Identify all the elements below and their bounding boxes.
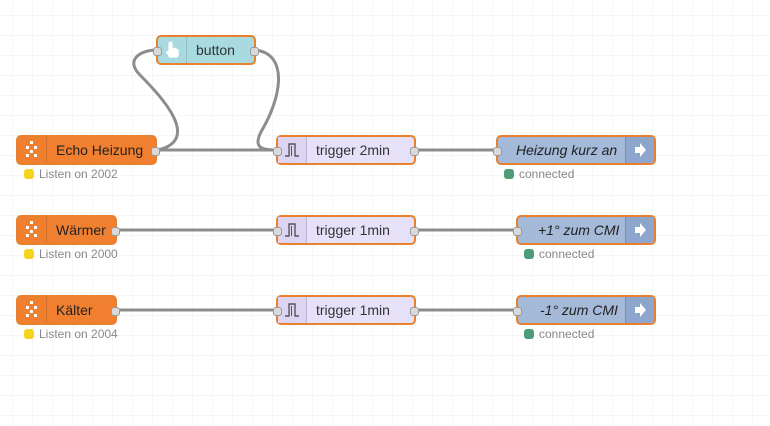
node-status: connected xyxy=(524,247,594,261)
input-port[interactable] xyxy=(513,307,522,316)
input-port[interactable] xyxy=(273,147,282,156)
input-port[interactable] xyxy=(273,227,282,236)
node-label: Kälter xyxy=(56,302,93,318)
status-dot-green xyxy=(504,169,514,179)
input-port[interactable] xyxy=(493,147,502,156)
status-dot-green xyxy=(524,329,534,339)
node-label: trigger 2min xyxy=(316,142,390,158)
output-node-minus-cmi[interactable]: -1° zum CMI xyxy=(513,295,656,325)
input-port[interactable] xyxy=(513,227,522,236)
node-label: trigger 1min xyxy=(316,302,390,318)
output-port[interactable] xyxy=(111,227,120,236)
arrow-right-icon xyxy=(625,137,654,163)
node-label: Heizung kurz an xyxy=(516,142,618,158)
node-label: +1° zum CMI xyxy=(538,222,620,238)
input-port[interactable] xyxy=(273,307,282,316)
output-port[interactable] xyxy=(410,227,419,236)
output-port[interactable] xyxy=(250,47,259,56)
alexa-dots-icon xyxy=(18,137,47,163)
trigger-node-1min[interactable]: trigger 1min xyxy=(273,215,419,245)
hand-pointer-icon xyxy=(158,37,187,63)
status-dot-yellow xyxy=(24,169,34,179)
wire-button-to-trigger[interactable] xyxy=(254,48,280,152)
wire-echo-to-button[interactable] xyxy=(132,48,180,152)
pulse-icon xyxy=(278,137,307,163)
status-dot-green xyxy=(524,249,534,259)
node-status: Listen on 2000 xyxy=(24,247,118,261)
alexa-dots-icon xyxy=(18,297,47,323)
input-port[interactable] xyxy=(153,47,162,56)
output-node-heizung-kurz-an[interactable]: Heizung kurz an xyxy=(493,135,656,165)
output-port[interactable] xyxy=(111,307,120,316)
output-port[interactable] xyxy=(410,307,419,316)
arrow-right-icon xyxy=(625,297,654,323)
alexa-node-echo-heizung[interactable]: Echo Heizung xyxy=(16,135,160,165)
node-status: Listen on 2004 xyxy=(24,327,118,341)
trigger-node-1min[interactable]: trigger 1min xyxy=(273,295,419,325)
node-label: trigger 1min xyxy=(316,222,390,238)
node-label: Echo Heizung xyxy=(56,142,144,158)
pulse-icon xyxy=(278,297,307,323)
pulse-icon xyxy=(278,217,307,243)
node-label: -1° zum CMI xyxy=(540,302,618,318)
node-status: Listen on 2002 xyxy=(24,167,118,181)
output-port[interactable] xyxy=(410,147,419,156)
status-dot-yellow xyxy=(24,249,34,259)
alexa-node-kaelter[interactable]: Kälter xyxy=(16,295,120,325)
output-node-plus-cmi[interactable]: +1° zum CMI xyxy=(513,215,656,245)
button-node[interactable]: button xyxy=(153,35,259,65)
status-dot-yellow xyxy=(24,329,34,339)
arrow-right-icon xyxy=(625,217,654,243)
node-status: connected xyxy=(504,167,574,181)
alexa-dots-icon xyxy=(18,217,47,243)
node-status: connected xyxy=(524,327,594,341)
output-port[interactable] xyxy=(151,147,160,156)
button-node-label: button xyxy=(196,42,235,58)
node-label: Wärmer xyxy=(56,222,106,238)
alexa-node-waermer[interactable]: Wärmer xyxy=(16,215,120,245)
trigger-node-2min[interactable]: trigger 2min xyxy=(273,135,419,165)
